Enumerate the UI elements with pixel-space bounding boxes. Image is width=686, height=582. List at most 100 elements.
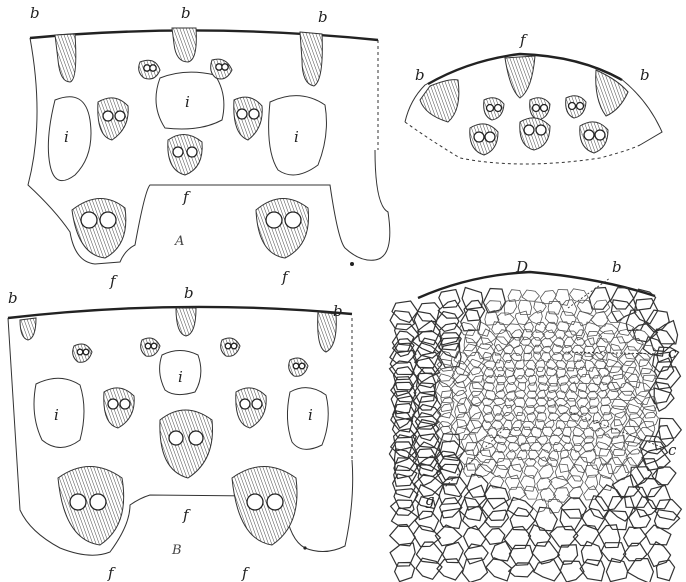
tissue-cell — [524, 353, 532, 361]
tissue-cell — [471, 397, 482, 406]
panel-a-rind — [30, 30, 378, 40]
tissue-cell — [595, 361, 607, 369]
panel-b-small-bundle-1 — [73, 344, 92, 362]
panel-a-lacuna-center — [156, 72, 224, 129]
tissue-cell — [607, 311, 624, 323]
tissue-cell — [483, 352, 492, 360]
tissue-cell — [576, 330, 585, 340]
tissue-cell — [438, 300, 463, 318]
tissue-cell — [526, 436, 536, 443]
tissue-cell — [593, 412, 602, 423]
panel-a-strand-mid — [172, 28, 196, 62]
panel-d-label-c-lower: c — [668, 441, 677, 459]
panel-c-bundle-6 — [580, 122, 608, 153]
tissue-cell — [476, 338, 493, 350]
tissue-cell — [567, 420, 578, 427]
panel-c-bundle-5 — [520, 118, 550, 150]
panel-c-strand-mid — [505, 56, 535, 98]
panel-a-label-b-left: b — [30, 4, 40, 22]
tissue-cell — [538, 383, 549, 391]
tissue-cell — [631, 467, 652, 488]
panel-c-strand-left — [420, 80, 459, 122]
panel-b-label-i-center: i — [178, 368, 183, 386]
tissue-cell — [524, 486, 539, 499]
panel-b-bundle-large-left — [58, 467, 124, 546]
tissue-cell — [620, 382, 635, 395]
tissue-cell — [534, 302, 547, 313]
panel-b-small-bundle-4 — [289, 358, 308, 376]
tissue-cell — [588, 406, 599, 413]
tissue-cell — [394, 489, 418, 509]
tissue-cell — [634, 299, 658, 324]
tissue-cell — [659, 418, 682, 439]
panel-c-label-b-right: b — [640, 66, 650, 84]
panel-a-label-b-mid: b — [181, 4, 191, 22]
panel-a-bundle-right — [234, 97, 262, 140]
panel-a-bundle-large-left — [72, 198, 126, 258]
panel-a-small-bundle-2 — [211, 59, 232, 79]
panel-c-label-f-top: f — [519, 31, 528, 49]
tissue-cell — [572, 345, 585, 355]
tissue-cell — [603, 413, 613, 421]
tissue-cell — [594, 300, 610, 313]
tissue-cell — [440, 333, 461, 350]
tissue-cell — [624, 347, 640, 360]
tissue-cell — [614, 412, 627, 427]
panel-c-bundle-2 — [530, 98, 550, 120]
tissue-cell — [599, 324, 618, 334]
tissue-cell — [465, 443, 479, 456]
panel-a-bundle-left — [98, 98, 128, 140]
tissue-cell — [627, 442, 642, 454]
tissue-cell — [468, 391, 484, 405]
panel-b-bundle-left — [104, 388, 134, 428]
tissue-cell — [524, 345, 533, 354]
panel-b-strand-left — [20, 318, 36, 340]
tissue-cell — [607, 382, 620, 392]
panel-c: f b b — [405, 31, 662, 164]
tissue-cell — [509, 428, 522, 436]
panel-b-figure-label: B — [171, 543, 182, 558]
panel-a-lacuna-left — [48, 97, 91, 181]
panel-a-label-i-center: i — [185, 93, 190, 111]
panel-a-label-i-left: i — [64, 128, 69, 146]
panel-b-bundle-center — [160, 410, 213, 478]
tissue-cell — [567, 476, 583, 488]
tissue-cell — [481, 329, 496, 345]
tissue-cell — [455, 404, 467, 418]
panel-a-label-f-left: f — [109, 272, 118, 290]
panel-d: D b c c g — [389, 258, 681, 582]
tissue-cell — [453, 390, 467, 403]
tissue-cell — [484, 361, 496, 370]
tissue-cell — [601, 398, 611, 406]
tissue-cell — [567, 486, 583, 499]
tissue-cell — [482, 398, 493, 405]
panel-b-label-b-left: b — [8, 289, 18, 307]
panel-b-label-f-left: f — [107, 564, 116, 582]
panel-b-bundle-right — [236, 388, 266, 428]
panel-a-dot — [350, 262, 354, 266]
tissue-cell — [528, 383, 538, 392]
tissue-cell — [560, 311, 576, 324]
tissue-cell — [505, 399, 516, 409]
tissue-cell — [513, 406, 523, 415]
tissue-cell — [494, 337, 508, 351]
panel-d-label-c-upper: c — [668, 344, 677, 362]
tissue-cell — [552, 427, 562, 436]
tissue-cell — [552, 345, 563, 355]
panel-a-strand-right — [300, 32, 322, 86]
panel-a-figure-label: A — [174, 234, 184, 249]
tissue-cell — [484, 486, 509, 510]
tissue-cell — [483, 383, 495, 391]
tissue-cell — [459, 322, 475, 335]
tissue-cell — [392, 508, 418, 527]
panel-c-bundle-3 — [566, 96, 586, 118]
tissue-cell — [467, 352, 484, 367]
panel-b-bundle-large-right — [232, 467, 297, 546]
panel-b-lacuna-left — [34, 378, 84, 447]
tissue-cell — [524, 466, 538, 479]
panel-b-label-f-center: f — [182, 506, 191, 524]
tissue-cell — [413, 405, 441, 425]
tissue-cell — [584, 338, 595, 347]
tissue-cell — [541, 338, 553, 347]
